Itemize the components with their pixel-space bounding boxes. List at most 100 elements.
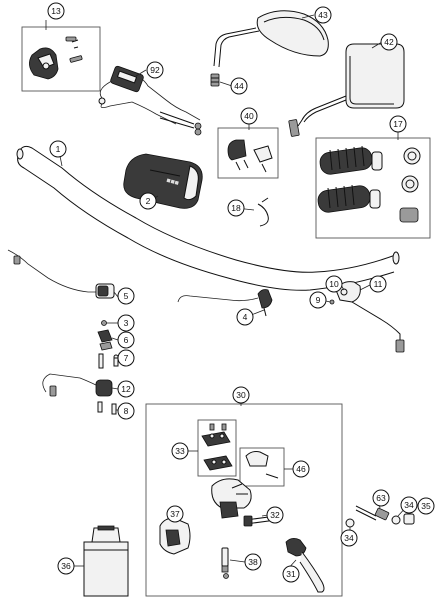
frame-part-30 (145, 403, 343, 597)
svg-text:6: 6 (124, 335, 129, 345)
svg-text:17: 17 (393, 119, 403, 129)
callout-34-lower: 34 (340, 529, 358, 547)
part-35-fitting (403, 513, 415, 525)
svg-text:18: 18 (231, 203, 241, 213)
callout-33: 33 (171, 442, 189, 460)
callout-34-upper: 34 (400, 496, 418, 514)
part-2-handlebar-pad: ■■■ (123, 153, 203, 209)
svg-text:33: 33 (175, 446, 185, 456)
svg-text:13: 13 (51, 6, 61, 16)
part-4-throttle-switch (177, 289, 273, 317)
pad-logo-mark: ■■■ (165, 177, 179, 187)
part-5-left-switch (7, 249, 115, 299)
callout-31: 31 (282, 565, 300, 583)
callout-6: 6 (117, 331, 135, 349)
svg-text:36: 36 (61, 561, 71, 571)
callout-8: 8 (117, 402, 135, 420)
callout-5: 5 (117, 287, 135, 305)
svg-text:31: 31 (286, 569, 296, 579)
part-46-clamp-kit (239, 447, 285, 487)
part-43-mirror-left (213, 10, 329, 68)
frame-part-13 (21, 26, 101, 92)
svg-text:4: 4 (243, 312, 248, 322)
svg-text:9: 9 (316, 295, 321, 305)
callout-36: 36 (57, 557, 75, 575)
svg-text:8: 8 (124, 406, 129, 416)
part-92-wiring-harness (98, 65, 202, 136)
frame-part-40 (217, 127, 279, 179)
part-44-adapter (210, 73, 220, 87)
callout-37: 37 (166, 505, 184, 523)
svg-text:92: 92 (150, 65, 160, 75)
callout-2: 2 (139, 192, 157, 210)
callout-30: 30 (232, 386, 250, 404)
svg-text:34: 34 (404, 500, 414, 510)
svg-text:1: 1 (56, 144, 61, 154)
callout-32: 32 (266, 506, 284, 524)
svg-text:2: 2 (146, 196, 151, 206)
callout-1: 1 (49, 140, 67, 158)
part-11-throttle-housing (335, 281, 405, 353)
svg-text:35: 35 (421, 501, 431, 511)
svg-text:37: 37 (170, 509, 180, 519)
svg-text:38: 38 (248, 557, 258, 567)
callout-11: 11 (369, 275, 387, 293)
part-36-fluid-bottle (83, 525, 129, 597)
part-33-cover-kit (197, 419, 237, 477)
part-40-clamp (227, 139, 273, 173)
callout-17: 17 (389, 115, 407, 133)
callout-35: 35 (417, 497, 435, 515)
callout-44: 44 (230, 77, 248, 95)
part-17-grips (317, 145, 421, 223)
part-30-clutch-master (211, 478, 252, 519)
part-10-clamp (340, 288, 348, 296)
svg-text:46: 46 (296, 464, 306, 474)
part-42-mirror-right (288, 43, 405, 137)
part-63-banjo-bolt (355, 505, 390, 521)
callout-42: 42 (380, 33, 398, 51)
svg-text:63: 63 (376, 493, 386, 503)
callout-92: 92 (146, 61, 164, 79)
part-6-switch-bracket (97, 329, 113, 351)
svg-text:10: 10 (329, 279, 339, 289)
part-1-handlebar (16, 145, 400, 291)
part-38-pin (221, 547, 229, 579)
svg-text:5: 5 (124, 291, 129, 301)
callout-18: 18 (227, 199, 245, 217)
callout-7: 7 (117, 349, 135, 367)
svg-text:30: 30 (236, 390, 246, 400)
callout-40: 40 (240, 107, 258, 125)
callout-3: 3 (117, 314, 135, 332)
callout-43: 43 (314, 6, 332, 24)
part-34-washer (345, 515, 401, 528)
svg-text:32: 32 (270, 510, 280, 520)
svg-text:40: 40 (244, 111, 254, 121)
part-18-cable-tie (257, 197, 269, 227)
svg-text:12: 12 (121, 384, 131, 394)
part-13-switch-housing (29, 36, 83, 80)
svg-text:7: 7 (124, 353, 129, 363)
svg-text:42: 42 (384, 37, 394, 47)
svg-text:44: 44 (234, 81, 244, 91)
part-37-reservoir-cover (159, 517, 191, 555)
callout-63: 63 (372, 489, 390, 507)
part-8-screw (97, 401, 117, 415)
part-3-screw (101, 320, 107, 326)
part-9-screw (329, 299, 335, 305)
callout-9: 9 (309, 291, 327, 309)
svg-text:3: 3 (124, 318, 129, 328)
callout-13: 13 (47, 2, 65, 20)
callout-12: 12 (117, 380, 135, 398)
callout-10: 10 (325, 275, 343, 293)
part-31-lever (285, 538, 325, 593)
part-7-bolt (98, 353, 119, 369)
svg-text:11: 11 (374, 279, 383, 289)
callout-46: 46 (292, 460, 310, 478)
callout-38: 38 (244, 553, 262, 571)
svg-text:43: 43 (318, 10, 328, 20)
svg-text:34: 34 (344, 533, 354, 543)
part-12-kill-switch (42, 373, 113, 397)
callout-4: 4 (236, 308, 254, 326)
frame-part-17 (315, 137, 431, 239)
